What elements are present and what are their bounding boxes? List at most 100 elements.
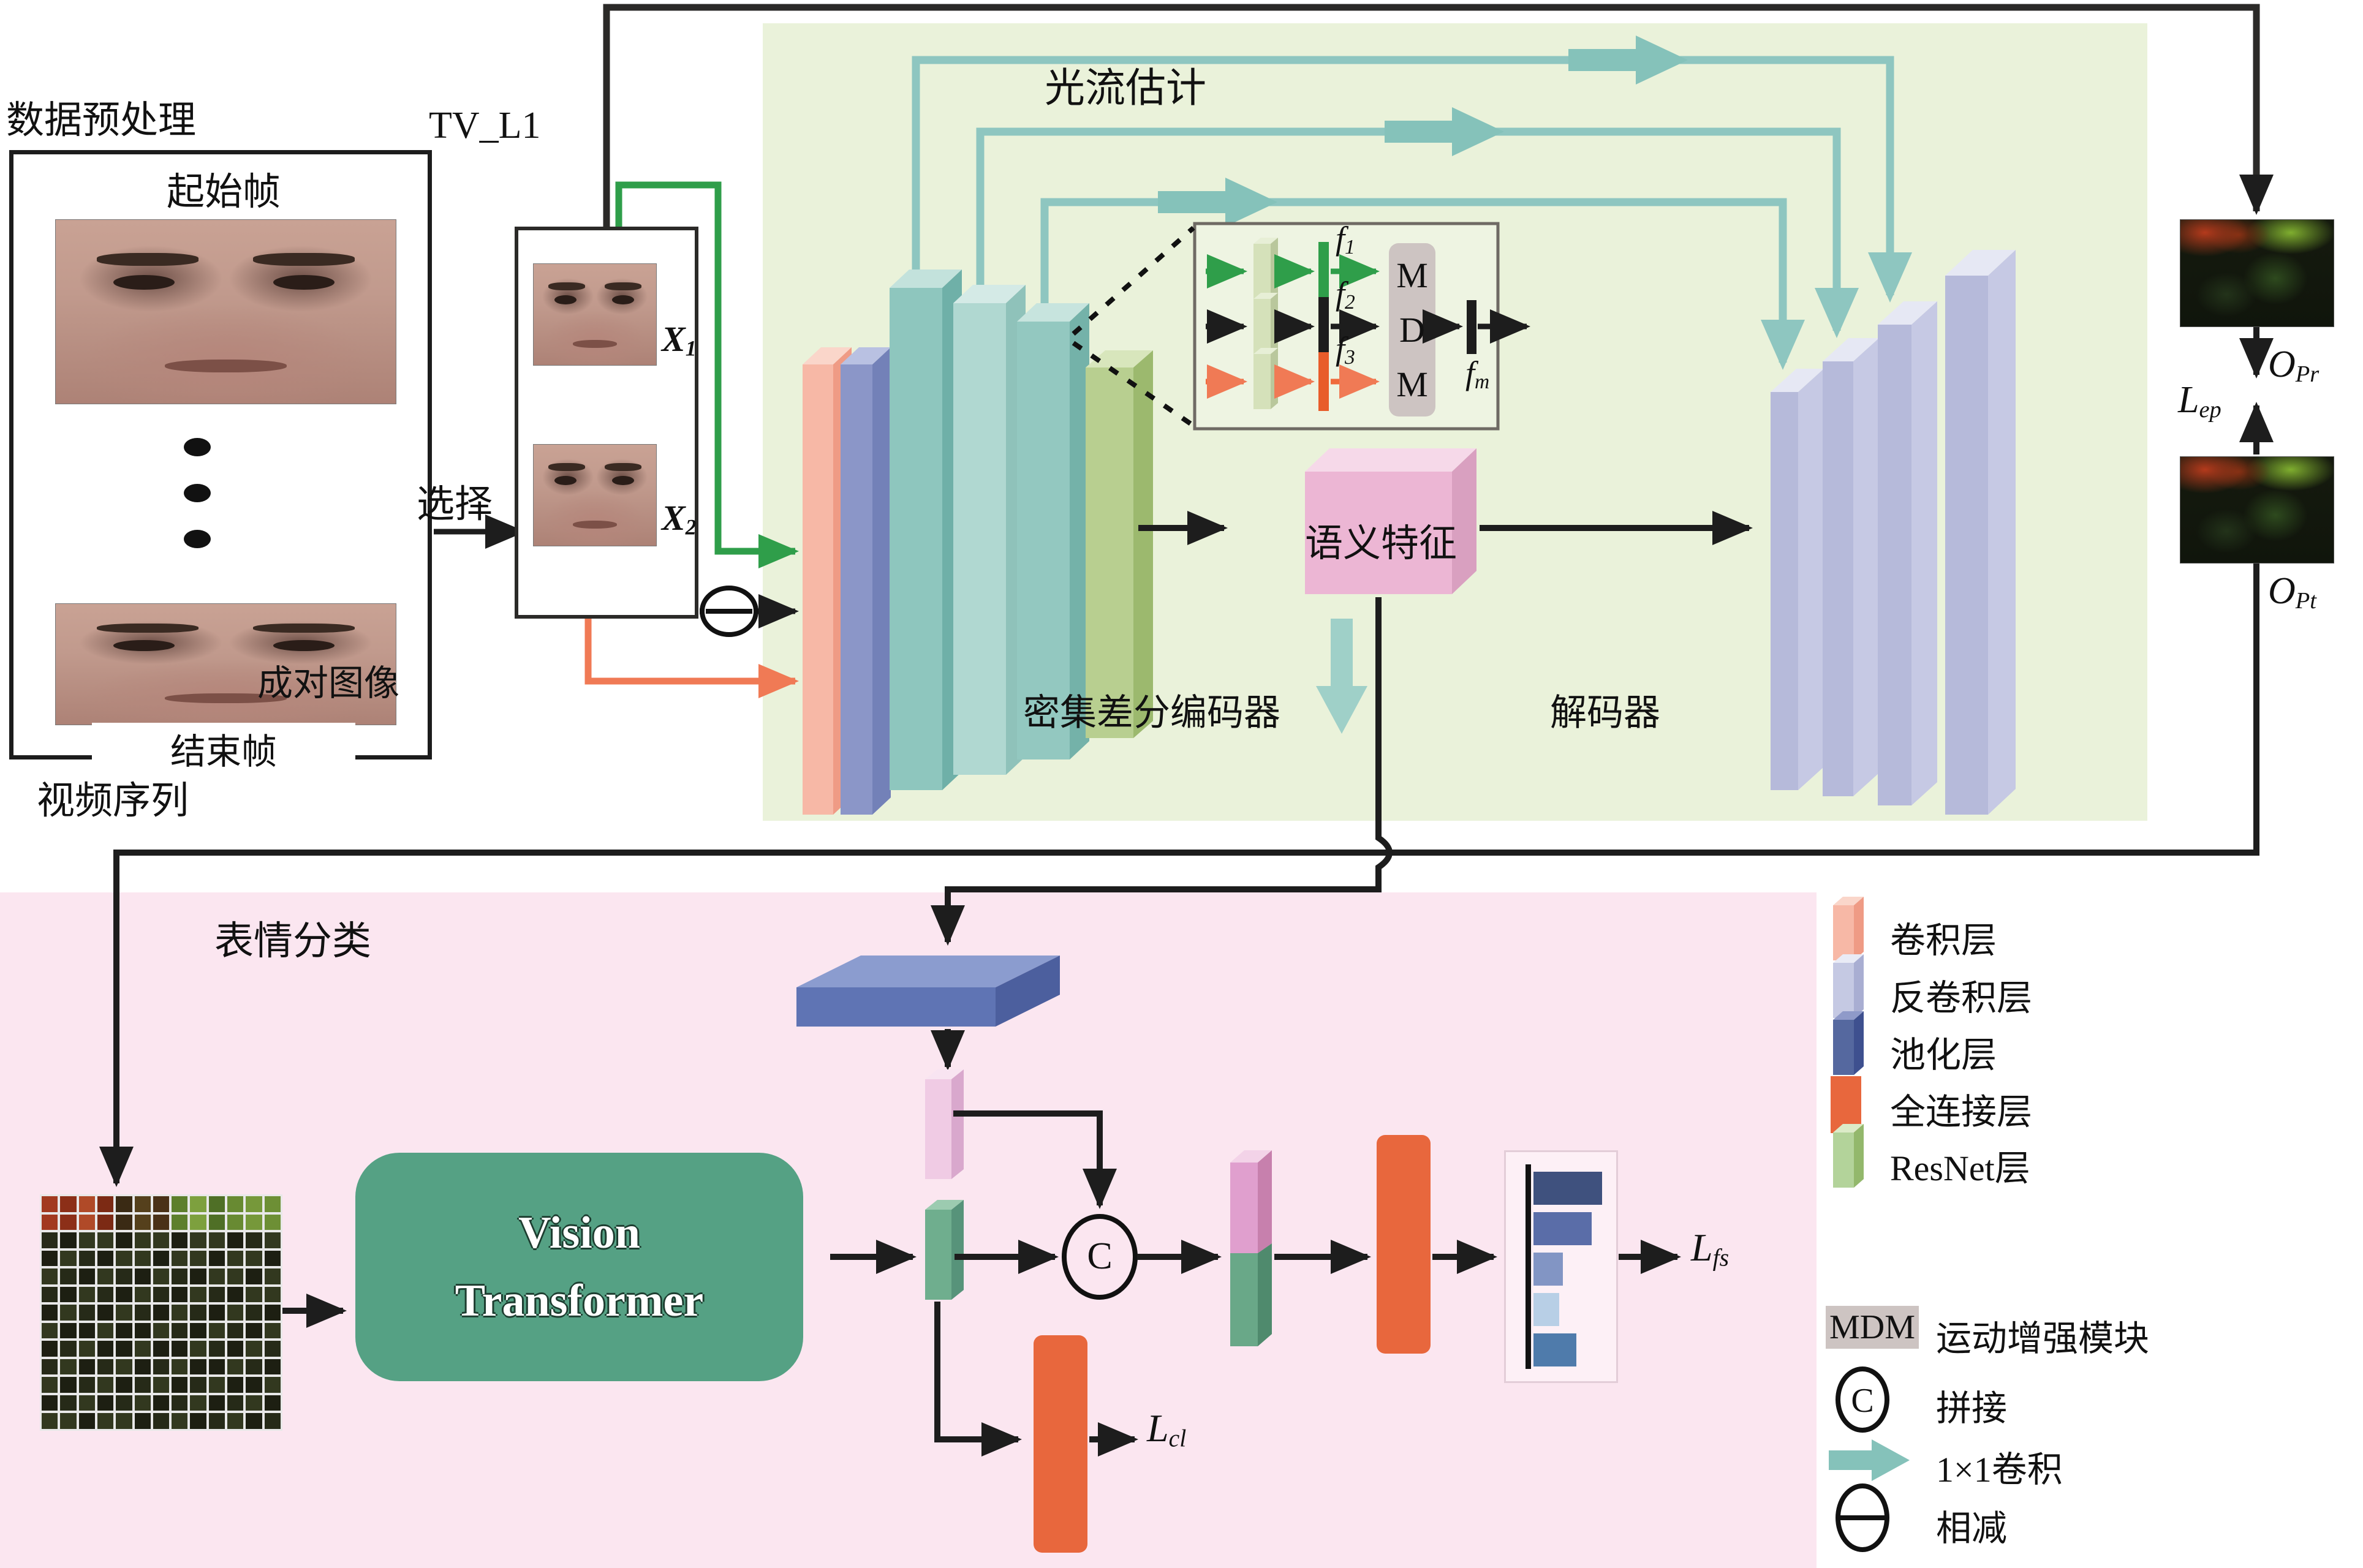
- end-frame-image: [55, 603, 396, 725]
- decoder-deconv-slab-2: [1823, 338, 1879, 796]
- encoder-teal-slab-1: [890, 270, 962, 790]
- patch-cell: [134, 1377, 151, 1393]
- patch-cell: [134, 1286, 151, 1303]
- patch-cell: [78, 1359, 95, 1375]
- vit-box: [355, 1153, 803, 1381]
- ellipsis-dot: [184, 484, 211, 502]
- score-bar: [1533, 1293, 1559, 1326]
- patch-cell: [172, 1214, 188, 1231]
- patch-cell: [153, 1359, 170, 1375]
- x2-label: X2: [662, 498, 697, 540]
- x2-image: [533, 444, 657, 546]
- patch-cell: [208, 1377, 225, 1393]
- patch-cell: [116, 1413, 132, 1429]
- patch-cell: [227, 1214, 244, 1231]
- start-frame-image: [55, 219, 396, 404]
- patch-cell: [97, 1377, 114, 1393]
- concat-letter: C: [1087, 1235, 1113, 1277]
- mdm-letter: D: [1399, 310, 1425, 350]
- patch-cell: [97, 1268, 114, 1284]
- semantic-teal-down-arrow: [1316, 619, 1367, 734]
- patch-cell: [134, 1305, 151, 1321]
- patch-cell: [264, 1377, 281, 1393]
- patch-cell: [78, 1413, 95, 1429]
- green-feature-block: [925, 1200, 964, 1300]
- x1-label: X1: [662, 319, 697, 361]
- patch-cell: [116, 1268, 132, 1284]
- patch-cell: [78, 1395, 95, 1411]
- patch-cell: [60, 1286, 77, 1303]
- fm-label: fm: [1465, 355, 1490, 393]
- patch-cell: [246, 1359, 262, 1375]
- legend-minus-icon: [1836, 1483, 1889, 1552]
- vit-line2: Transformer: [455, 1275, 704, 1326]
- patch-cell: [153, 1305, 170, 1321]
- patch-cell: [97, 1286, 114, 1303]
- patch-cell: [42, 1395, 58, 1411]
- mdm-row-orange: [1206, 348, 1380, 411]
- patch-cell: [116, 1232, 132, 1248]
- patch-cell: [60, 1250, 77, 1267]
- patch-cell: [227, 1305, 244, 1321]
- encoder-resnet-slab: [1086, 350, 1153, 738]
- patch-cell: [172, 1286, 188, 1303]
- patch-cell: [264, 1286, 281, 1303]
- mdm-row-green: [1206, 238, 1380, 301]
- patch-cell: [246, 1232, 262, 1248]
- score-bar: [1533, 1172, 1602, 1205]
- legend-pool-label: 池化层: [1890, 1035, 1997, 1075]
- patch-cell: [42, 1359, 58, 1375]
- tvl1-label: TV_L1: [429, 105, 541, 146]
- patch-cell: [227, 1196, 244, 1212]
- stacked-feature-block: [1230, 1150, 1272, 1346]
- face-mouth: [573, 520, 617, 529]
- patch-cell: [227, 1377, 244, 1393]
- patch-cell: [78, 1377, 95, 1393]
- face-brow: [252, 623, 355, 633]
- patch-cell: [246, 1268, 262, 1284]
- patch-cell: [97, 1359, 114, 1375]
- mdm-row-black: [1206, 293, 1380, 356]
- legend-conv-icon: [1833, 897, 1864, 960]
- fc-layer-block: [1377, 1135, 1431, 1354]
- patch-cell: [42, 1268, 58, 1284]
- patch-cell: [134, 1341, 151, 1357]
- ellipsis-dot: [184, 530, 211, 548]
- f3-label: f3: [1336, 330, 1355, 369]
- patch-cell: [134, 1359, 151, 1375]
- patch-cell: [190, 1268, 206, 1284]
- patch-cell: [190, 1322, 206, 1339]
- patch-cell: [208, 1232, 225, 1248]
- preprocess-title: 数据预处理: [6, 100, 197, 141]
- legend-concat-label: 拼接: [1936, 1389, 2008, 1428]
- face-brow: [96, 253, 199, 266]
- score-axis: [1526, 1164, 1531, 1369]
- patch-cell: [116, 1395, 132, 1411]
- patch-cell: [153, 1268, 170, 1284]
- ellipsis-dot: [184, 438, 211, 456]
- concat-circle: [1062, 1214, 1138, 1300]
- patch-cell: [208, 1395, 225, 1411]
- patch-cell: [172, 1395, 188, 1411]
- encoder-pool-layer-slab: [841, 347, 891, 815]
- patch-cell: [264, 1232, 281, 1248]
- patch-cell: [246, 1395, 262, 1411]
- patch-cell: [42, 1322, 58, 1339]
- skip-line-3: [1040, 198, 1805, 370]
- patch-cell: [60, 1413, 77, 1429]
- mdm-inset-dashed-links: [1072, 226, 1195, 428]
- patch-cell: [116, 1305, 132, 1321]
- patch-cell: [97, 1196, 114, 1212]
- patch-cell: [153, 1286, 170, 1303]
- patch-cell: [42, 1214, 58, 1231]
- patch-cell: [246, 1214, 262, 1231]
- patch-cell: [172, 1305, 188, 1321]
- patch-cell: [153, 1413, 170, 1429]
- face-brow: [548, 282, 585, 290]
- lep-label: Lep: [2178, 379, 2221, 423]
- face-brow: [605, 462, 641, 471]
- x1-image: [533, 263, 657, 366]
- patch-cell: [60, 1322, 77, 1339]
- patch-cell: [42, 1341, 58, 1357]
